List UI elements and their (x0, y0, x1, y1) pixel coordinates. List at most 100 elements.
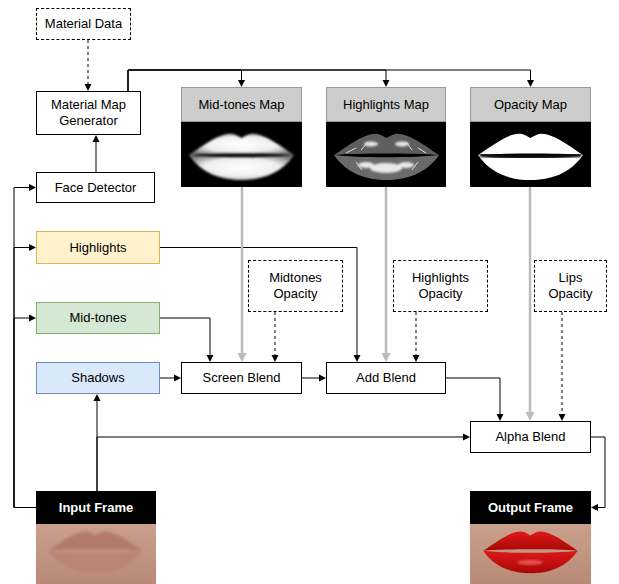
input-frame-photo (36, 524, 156, 584)
connector (93, 135, 100, 172)
arrowhead (497, 414, 504, 421)
connector (382, 187, 391, 362)
connector-line (14, 188, 36, 508)
node-label: Highlights (65, 240, 130, 256)
input-note: Material Data (36, 8, 131, 40)
node-label: Add Blend (352, 370, 420, 386)
blend-box: Add Blend (326, 362, 446, 394)
layer-box: Mid-tones (36, 302, 160, 334)
connector-line (529, 187, 532, 412)
connector-line (385, 187, 388, 353)
arrowhead (413, 355, 420, 362)
node-label: Opacity Map (490, 97, 571, 113)
blend-box: Screen Blend (181, 362, 302, 394)
connector-line (14, 248, 36, 508)
connector-line (160, 318, 210, 355)
node-label: Highlights Map (339, 97, 433, 113)
connector-line (96, 142, 97, 172)
arrowhead (591, 504, 598, 511)
connector (160, 318, 214, 362)
arrowhead (272, 355, 279, 362)
connector (14, 315, 36, 508)
node-label: Mid-tones Map (195, 97, 289, 113)
output-frame-photo (470, 524, 591, 584)
layer-box: Shadows (36, 362, 160, 394)
node-label: Material Map Generator (37, 97, 140, 128)
arrowhead (382, 353, 391, 362)
connector-line (97, 437, 463, 491)
arrowhead (526, 412, 535, 421)
connector (272, 312, 279, 362)
connector-line (302, 378, 319, 379)
connector-line (160, 378, 174, 379)
connector (446, 378, 504, 421)
highlights-map-image (326, 122, 446, 187)
parameter-box: Lips Opacity (534, 260, 607, 312)
connector (591, 437, 605, 511)
map-panel: Mid-tones Map (181, 87, 302, 187)
arrowhead (85, 84, 92, 91)
connector-line (88, 40, 89, 84)
connector (160, 248, 361, 363)
connector-line (562, 312, 563, 414)
connector (413, 312, 420, 362)
node-label: Face Detector (51, 180, 141, 196)
node-label: Shadows (67, 370, 128, 386)
node-label: Material Data (41, 16, 126, 32)
node-label: Screen Blend (198, 370, 284, 386)
process-box: Face Detector (36, 172, 155, 203)
node-label: Input Frame (55, 500, 137, 516)
connector (559, 312, 566, 421)
process-box: Material Map Generator (36, 91, 141, 135)
node-label: Mid-tones (65, 310, 130, 326)
parameter-box: Midtones Opacity (248, 260, 343, 312)
arrowhead (354, 355, 361, 362)
connector (97, 434, 470, 492)
map-header: Mid-tones Map (181, 87, 302, 122)
arrowhead (174, 375, 181, 382)
node-label: Highlights Opacity (394, 270, 487, 301)
parameter-box: Highlights Opacity (393, 260, 488, 312)
arrowhead (383, 80, 390, 87)
layer-box: Highlights (36, 231, 160, 264)
connector-line (416, 312, 417, 355)
connector-line (14, 318, 36, 508)
arrowhead (527, 80, 534, 87)
connector (160, 375, 181, 382)
frame-label: Output Frame (470, 491, 591, 524)
map-panel: Opacity Map (470, 87, 591, 187)
connector-line (160, 248, 357, 356)
opacity-map-image (470, 122, 591, 187)
connector (238, 187, 247, 362)
arrowhead (29, 315, 36, 322)
arrowhead (94, 394, 101, 401)
blend-box: Alpha Blend (470, 421, 591, 453)
node-label: Midtones Opacity (249, 270, 342, 301)
connector-line (591, 437, 605, 508)
connector (85, 40, 92, 91)
arrowhead (238, 80, 245, 87)
connector (14, 244, 36, 508)
arrowhead (319, 375, 326, 382)
connector (302, 375, 326, 382)
arrowhead (559, 414, 566, 421)
arrowhead (29, 184, 36, 191)
node-label: Alpha Blend (491, 429, 569, 445)
arrowhead (207, 355, 214, 362)
connector-line (241, 187, 244, 353)
map-header: Highlights Map (326, 87, 446, 122)
node-label: Output Frame (484, 500, 577, 516)
connector-line (275, 312, 276, 355)
arrowhead (29, 244, 36, 251)
arrowhead (463, 434, 470, 441)
arrowhead (93, 135, 100, 142)
arrowhead (238, 353, 247, 362)
map-panel: Highlights Map (326, 87, 446, 187)
midtones-map-image (181, 122, 302, 187)
node-label: Lips Opacity (535, 270, 606, 301)
frame-label: Input Frame (36, 491, 156, 524)
connector-line (446, 378, 500, 414)
map-header: Opacity Map (470, 87, 591, 122)
connector (14, 184, 36, 508)
